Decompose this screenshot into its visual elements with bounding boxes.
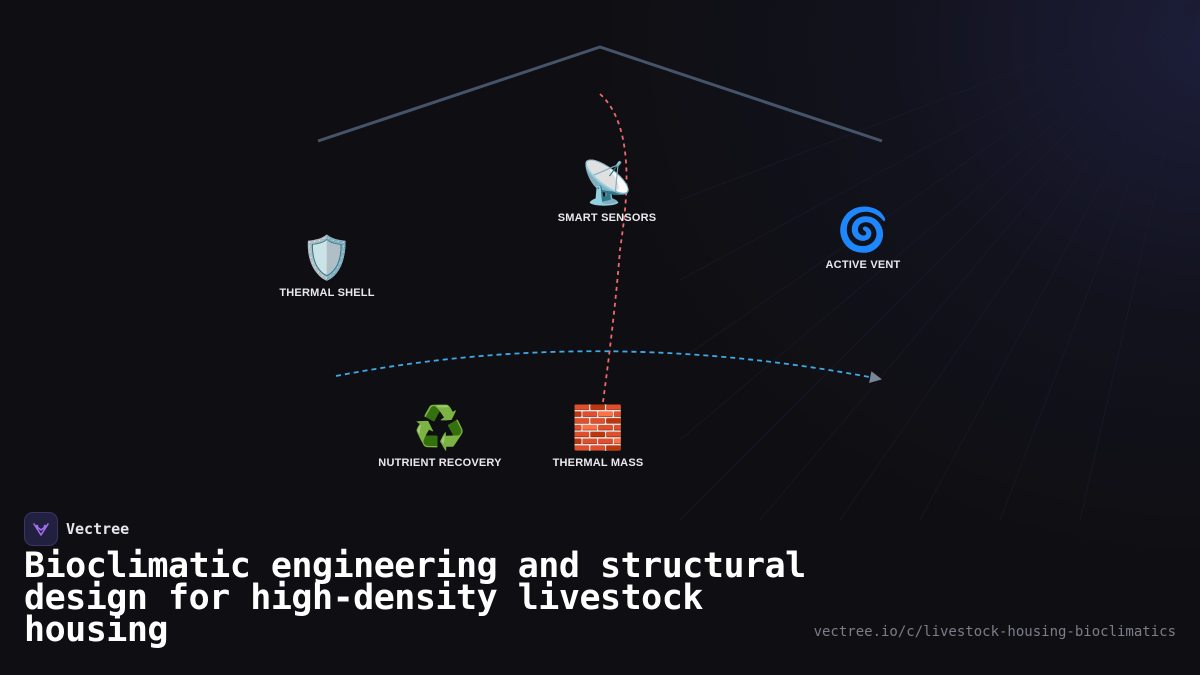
brand: Vectree — [24, 512, 129, 546]
node-smart-sensors: 📡 SMART SENSORS — [507, 158, 707, 224]
node-nutrient-recovery: ♻️ NUTRIENT RECOVERY — [340, 403, 540, 469]
vectree-logo-icon — [24, 512, 58, 546]
heat-flow-path — [599, 93, 628, 403]
page-title: Bioclimatic engineering and structural d… — [24, 546, 806, 650]
brand-name: Vectree — [66, 520, 130, 538]
node-label: THERMAL MASS — [552, 457, 644, 469]
brick-icon: 🧱 — [571, 403, 625, 452]
node-thermal-shell: 🛡️ THERMAL SHELL — [227, 233, 427, 299]
page-url[interactable]: vectree.io/c/livestock-housing-bioclimat… — [813, 624, 1176, 640]
satellite-antenna-icon: 📡 — [580, 158, 634, 207]
recycle-icon: ♻️ — [413, 403, 467, 452]
air-flow-path — [335, 350, 882, 383]
cyclone-icon: 🌀 — [836, 205, 890, 254]
node-label: THERMAL SHELL — [279, 287, 375, 299]
shield-icon: 🛡️ — [300, 233, 354, 282]
roof-line — [317, 45, 883, 143]
node-active-vent: 🌀 ACTIVE VENT — [763, 205, 963, 271]
node-label: ACTIVE VENT — [825, 259, 901, 271]
node-thermal-mass: 🧱 THERMAL MASS — [498, 403, 698, 469]
node-label: NUTRIENT RECOVERY — [378, 457, 502, 469]
node-label: SMART SENSORS — [557, 212, 657, 224]
